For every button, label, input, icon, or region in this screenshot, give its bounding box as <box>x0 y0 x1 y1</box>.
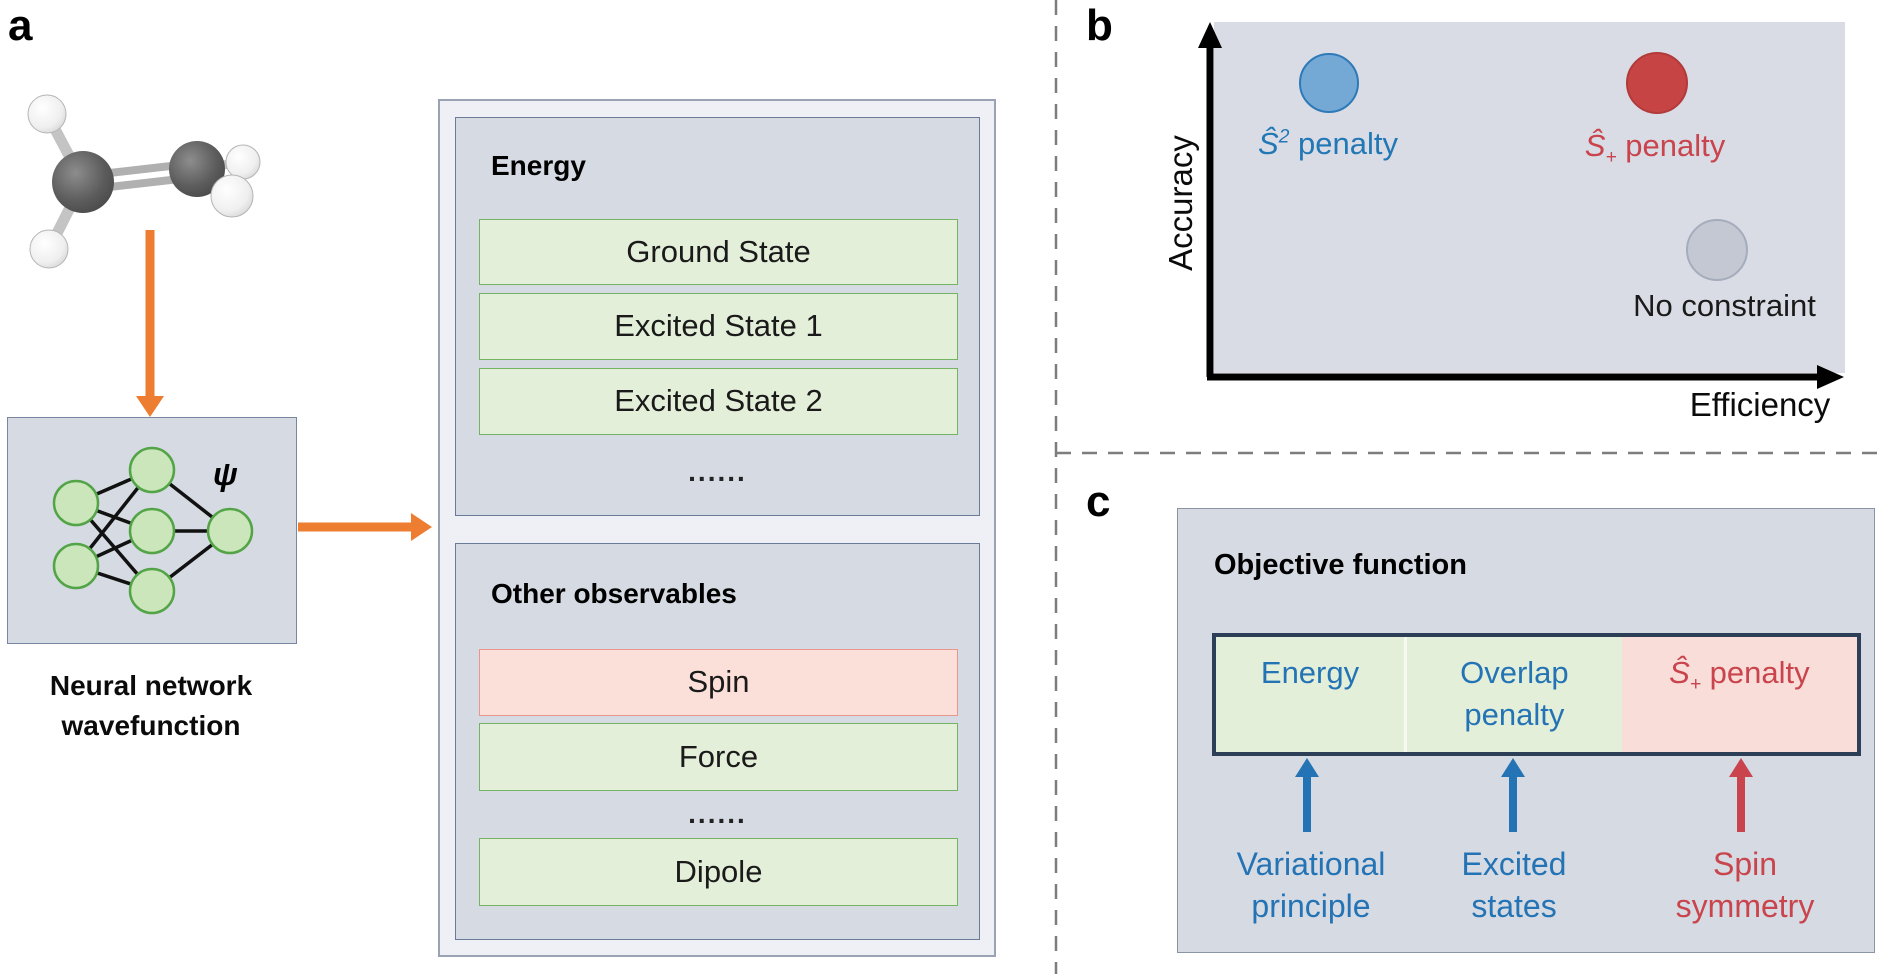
energy-row-excited-1: Excited State 1 <box>479 293 958 360</box>
observables-row-spin: Spin <box>479 649 958 716</box>
carbon-atom <box>169 141 225 197</box>
annotation-line: Spin <box>1712 846 1778 882</box>
hydrogen-atom <box>210 174 254 218</box>
observables-group-box: Other observables Spin Force ...... Dipo… <box>455 543 980 940</box>
energy-group-title: Energy <box>491 150 586 181</box>
network-to-outputs-arrow <box>298 513 432 541</box>
annotation-line: Excited <box>1461 846 1567 882</box>
annotation-line: principle <box>1251 888 1371 924</box>
objective-function-box: Objective function Energy Overlap penalt… <box>1177 508 1875 953</box>
observables-row-force: Force <box>479 723 958 791</box>
neural-network-box: ψ <box>7 417 297 644</box>
observables-group-title: Other observables <box>491 578 737 609</box>
energy-row-ground-state: Ground State <box>479 219 958 285</box>
no-constraint-label: No constraint <box>1633 288 1816 323</box>
ethylene-molecule-image <box>27 94 261 269</box>
s2-rest: penalty <box>1289 126 1398 161</box>
seg-splus-rest: penalty <box>1701 655 1810 690</box>
segment-s-plus-penalty: Ŝ+ penalty <box>1621 637 1857 752</box>
energy-ellipsis: ...... <box>688 456 747 487</box>
data-point-s2-penalty <box>1299 53 1359 113</box>
y-axis-label: Accuracy <box>1162 135 1199 271</box>
s2-hat: Ŝ <box>1258 126 1279 161</box>
data-point-no-constraint <box>1686 219 1748 281</box>
neural-network-graph <box>52 446 254 615</box>
annotation-excited-states: Excited states <box>1414 843 1614 927</box>
annotation-line: states <box>1471 888 1557 924</box>
s-plus-penalty-label: Ŝ+ penalty <box>1545 128 1765 169</box>
annotation-line: Variational <box>1236 846 1386 882</box>
hydrogen-atom <box>27 94 67 134</box>
segment-overlap-penalty: Overlap penalty <box>1407 637 1622 752</box>
nn-nodes <box>52 446 254 615</box>
splus-hat: Ŝ <box>1584 128 1606 163</box>
data-point-s-plus-penalty <box>1626 52 1688 114</box>
splus-rest: penalty <box>1616 128 1726 163</box>
splus-sub: + <box>1605 147 1617 169</box>
panel-b-label: b <box>1086 1 1113 50</box>
panel-a-label: a <box>8 1 33 50</box>
energy-group-box: Energy Ground State Excited State 1 Exci… <box>455 117 980 516</box>
seg-splus-sub: + <box>1689 674 1702 696</box>
energy-row-excited-2: Excited State 2 <box>479 368 958 435</box>
observables-row-dipole: Dipole <box>479 838 958 906</box>
segment-energy: Energy <box>1216 637 1408 752</box>
hydrogen-atom <box>225 144 261 180</box>
psi-symbol: ψ <box>213 456 238 492</box>
carbon-atom <box>52 151 114 213</box>
annotation-variational-principle: Variational principle <box>1191 843 1431 927</box>
annotation-line: symmetry <box>1675 888 1815 924</box>
nn-caption: Neural network wavefunction <box>49 670 253 741</box>
s2-penalty-label: Ŝ2 penalty <box>1218 126 1438 162</box>
objective-bar: Energy Overlap penalty Ŝ+ penalty <box>1212 633 1861 756</box>
panel-c-label: c <box>1086 477 1111 526</box>
hydrogen-atom <box>29 229 69 269</box>
outputs-outer-box: Energy Ground State Excited State 1 Exci… <box>438 99 996 957</box>
seg-splus-hat: Ŝ <box>1669 655 1690 690</box>
objective-function-title: Objective function <box>1214 549 1467 581</box>
x-axis-label: Efficiency <box>1689 386 1831 423</box>
observables-ellipsis: ...... <box>688 798 747 829</box>
annotation-spin-symmetry: Spin symmetry <box>1635 843 1855 927</box>
s2-sup: 2 <box>1278 126 1290 148</box>
